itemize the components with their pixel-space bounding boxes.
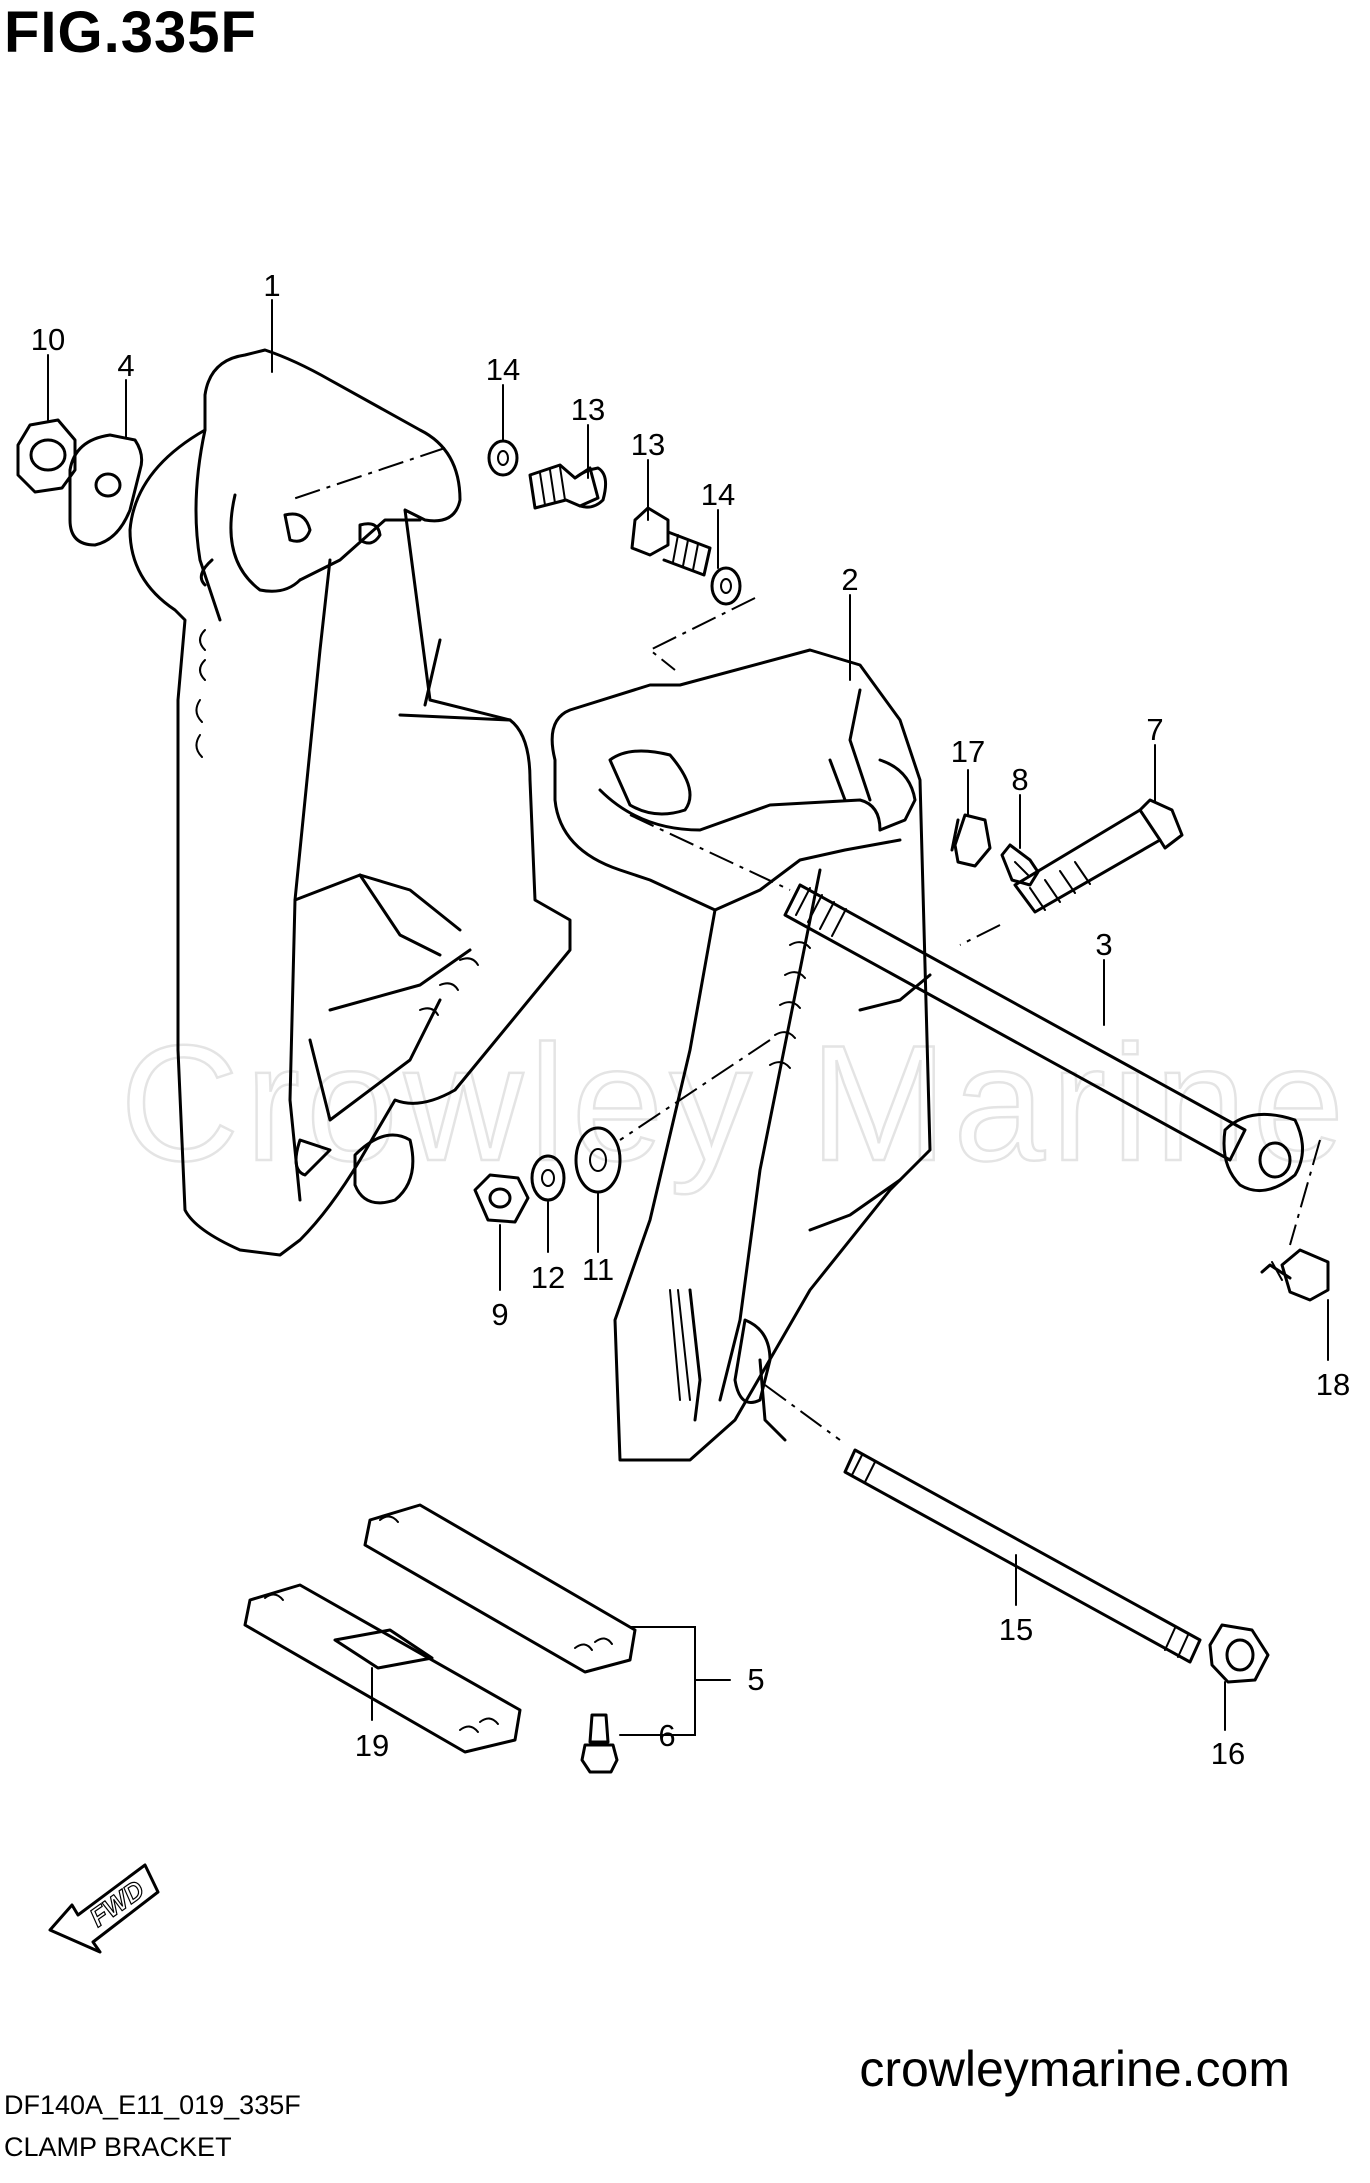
callout-13-lower: 13 (631, 427, 665, 462)
callout-3: 3 (1095, 927, 1112, 962)
callout-12: 12 (531, 1260, 565, 1295)
nut-part-9 (473, 1173, 530, 1224)
callout-13-upper: 13 (571, 392, 605, 427)
bolt-part-8 (1000, 843, 1040, 887)
callout-16: 16 (1211, 1736, 1245, 1771)
callout-14-upper: 14 (486, 352, 520, 387)
fwd-direction-arrow: FWD (48, 1863, 160, 1954)
callout-1: 1 (263, 268, 280, 303)
bolt-part-7 (1013, 798, 1184, 914)
assembly-center-lines (289, 447, 1321, 1441)
callout-15: 15 (999, 1612, 1033, 1647)
screw-part-6 (580, 1713, 619, 1774)
callout-4: 4 (117, 348, 134, 383)
washer-part-14-upper (487, 439, 519, 477)
callout-17: 17 (951, 734, 985, 769)
plate-part-5 (363, 1503, 637, 1674)
callout-labels: 1 10 4 14 13 13 14 2 17 8 7 3 9 12 11 15… (31, 268, 1350, 1771)
clip-part-17 (950, 813, 992, 868)
shaft-part-3 (783, 883, 1304, 1193)
bolt-part-13-lower (630, 506, 712, 577)
callout-19: 19 (355, 1728, 389, 1763)
washer-part-14-lower (710, 566, 742, 606)
figure-title: FIG.335F (4, 0, 257, 65)
callout-10: 10 (31, 322, 65, 357)
nut-part-10 (16, 418, 77, 494)
callout-18: 18 (1316, 1367, 1350, 1402)
callout-2: 2 (841, 562, 858, 597)
nut-part-16 (1208, 1623, 1270, 1684)
watermark: Crowley Marine (120, 1011, 1350, 1195)
clamp-bracket-left (128, 348, 572, 1257)
callout-11: 11 (582, 1252, 614, 1287)
callout-14-lower: 14 (701, 477, 735, 512)
clamp-bracket-right (550, 648, 932, 1462)
callout-7: 7 (1146, 712, 1163, 747)
plate-part-19 (243, 1583, 522, 1754)
callout-6: 6 (658, 1718, 675, 1753)
drawing-code: DF140A_E11_019_335F (4, 2090, 301, 2120)
washer-part-12 (530, 1154, 566, 1202)
callout-5: 5 (747, 1662, 764, 1697)
bolt-part-13-upper (528, 463, 608, 510)
callout-8: 8 (1011, 762, 1028, 797)
bolt-part-18 (1260, 1248, 1330, 1302)
callout-9: 9 (491, 1297, 508, 1332)
bolt-part-15 (843, 1448, 1202, 1664)
website-url: crowleymarine.com (859, 2041, 1290, 2097)
plate-part-4 (68, 433, 144, 547)
leader-lines (47, 299, 1329, 1736)
diagram-caption: CLAMP BRACKET (4, 2132, 232, 2162)
